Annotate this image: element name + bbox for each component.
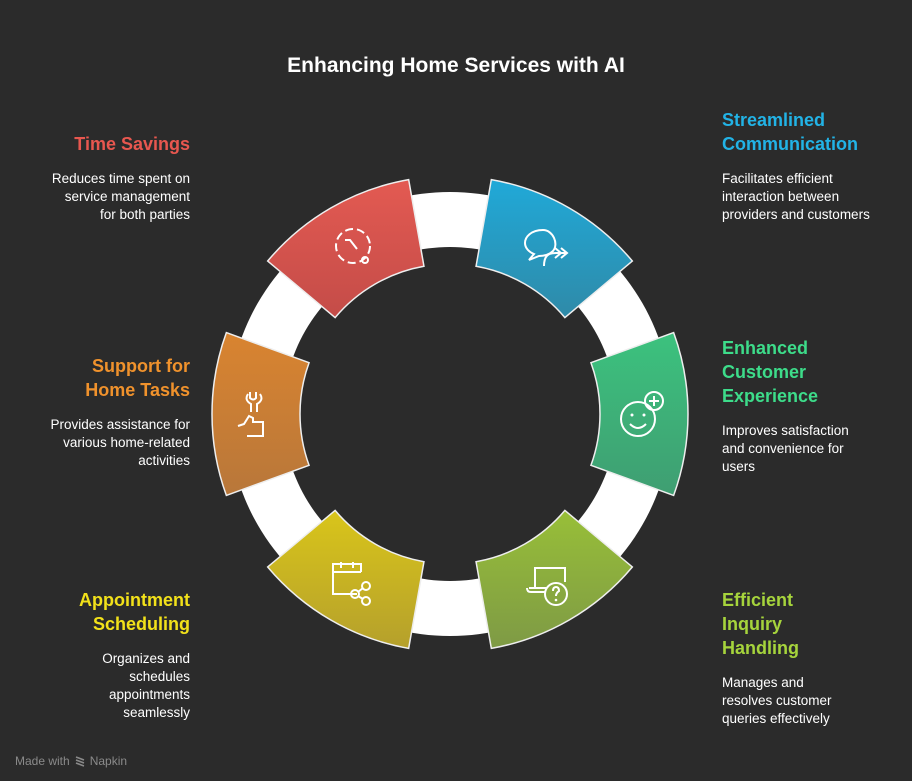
laptop-question-icon — [526, 567, 568, 607]
brand-label: Napkin — [89, 754, 128, 768]
item-description: Improves satisfaction and convenience fo… — [722, 423, 849, 474]
item-description: Manages and resolves customer queries ef… — [722, 675, 832, 726]
item-support-for-home-tasks: Support for Home Tasks Provides assistan… — [0, 354, 190, 470]
item-heading: Efficient Inquiry Handling — [722, 590, 799, 658]
item-time-savings: Time Savings Reduces time spent on servi… — [0, 132, 190, 224]
ring-segment — [475, 509, 634, 650]
item-heading: Appointment Scheduling — [79, 590, 190, 634]
chat-bubbles-icon — [523, 228, 569, 267]
item-description: Facilitates efficient interaction betwee… — [722, 171, 870, 222]
wrench-thumbs-up-icon — [237, 392, 264, 437]
item-appointment-scheduling: Appointment Scheduling Organizes and sch… — [0, 588, 190, 722]
item-description: Provides assistance for various home-rel… — [50, 417, 190, 468]
ring-segment — [266, 178, 425, 319]
ring-segment — [589, 331, 689, 497]
item-heading: Support for Home Tasks — [85, 356, 190, 400]
item-streamlined-communication: Streamlined Communication Facilitates ef… — [722, 108, 872, 224]
item-efficient-inquiry-handling: Efficient Inquiry Handling Manages and r… — [722, 588, 852, 728]
item-heading: Enhanced Customer Experience — [722, 338, 819, 406]
item-heading: Time Savings — [74, 134, 190, 154]
footer: Made with Napkin — [15, 754, 127, 768]
napkin-logo-icon — [75, 756, 84, 767]
item-description: Organizes and schedules appointments sea… — [102, 651, 190, 720]
item-enhanced-customer-experience: Enhanced Customer Experience Improves sa… — [722, 336, 852, 476]
item-heading: Streamlined Communication — [722, 110, 859, 154]
made-with-label: Made with — [15, 754, 70, 768]
item-description: Reduces time spent on service management… — [51, 171, 190, 222]
calendar-share-icon — [332, 562, 371, 607]
clock-icon — [335, 227, 371, 264]
ring-segment — [211, 331, 311, 497]
smiley-plus-icon — [620, 391, 664, 437]
ring-segment — [266, 509, 425, 650]
page-title: Enhancing Home Services with AI — [287, 54, 625, 77]
